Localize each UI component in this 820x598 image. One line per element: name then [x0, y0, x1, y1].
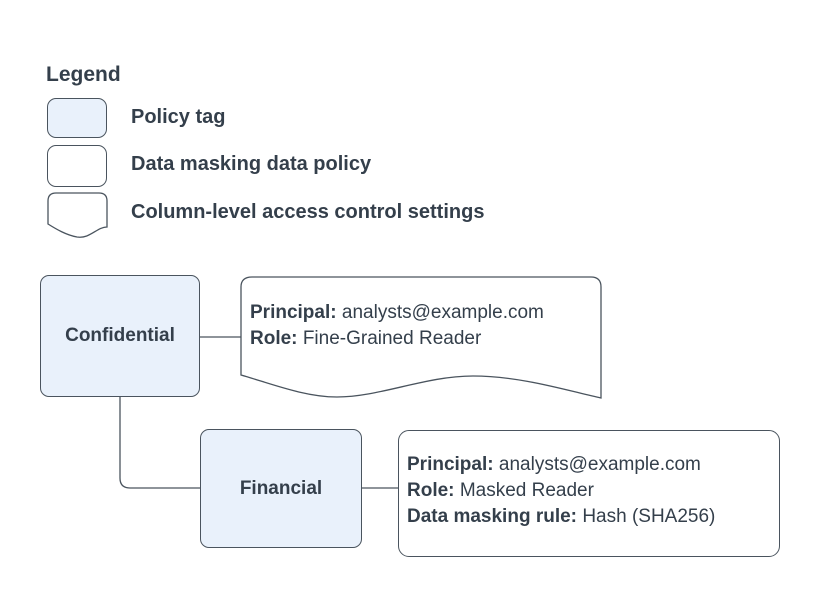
- principal-label: Principal:: [407, 454, 494, 475]
- policy-tag-confidential: Confidential: [40, 275, 200, 397]
- masking-rule-value: Hash (SHA256): [582, 506, 716, 527]
- role-label: Role:: [250, 328, 298, 349]
- callout-line: Role:Fine-Grained Reader: [250, 326, 544, 352]
- principal-label: Principal:: [250, 302, 337, 323]
- callout-line: Principal:analysts@example.com: [250, 300, 544, 326]
- legend-item-data-policy: Data masking data policy: [131, 153, 372, 175]
- legend-policy-tag-swatch: [47, 98, 107, 138]
- role-value: Masked Reader: [459, 480, 594, 501]
- callout-line: Data masking rule:Hash (SHA256): [407, 504, 715, 530]
- data-masking-callout: Principal:analysts@example.com Role:Mask…: [407, 452, 715, 530]
- callout-line: Role:Masked Reader: [407, 478, 715, 504]
- principal-value: analysts@example.com: [498, 454, 701, 475]
- access-control-callout: Principal:analysts@example.com Role:Fine…: [250, 300, 544, 352]
- legend-data-policy-swatch: [47, 145, 107, 187]
- legend-title: Legend: [46, 63, 121, 86]
- policy-tag-financial-label: Financial: [239, 477, 323, 499]
- policy-tag-financial: Financial: [200, 429, 362, 548]
- callout-line: Principal:analysts@example.com: [407, 452, 715, 478]
- role-label: Role:: [407, 480, 455, 501]
- masking-rule-label: Data masking rule:: [407, 506, 577, 527]
- role-value: Fine-Grained Reader: [302, 328, 482, 349]
- legend-item-access-control: Column-level access control settings: [131, 201, 485, 223]
- legend-access-control-swatch: [47, 192, 108, 238]
- connector-confidential-to-financial: [119, 397, 200, 489]
- access-control-callout-shape: [240, 276, 602, 399]
- principal-value: analysts@example.com: [341, 302, 544, 323]
- policy-tag-confidential-label: Confidential: [65, 325, 175, 346]
- legend-item-policy-tag: Policy tag: [131, 106, 226, 128]
- data-masking-callout-box: [398, 430, 780, 557]
